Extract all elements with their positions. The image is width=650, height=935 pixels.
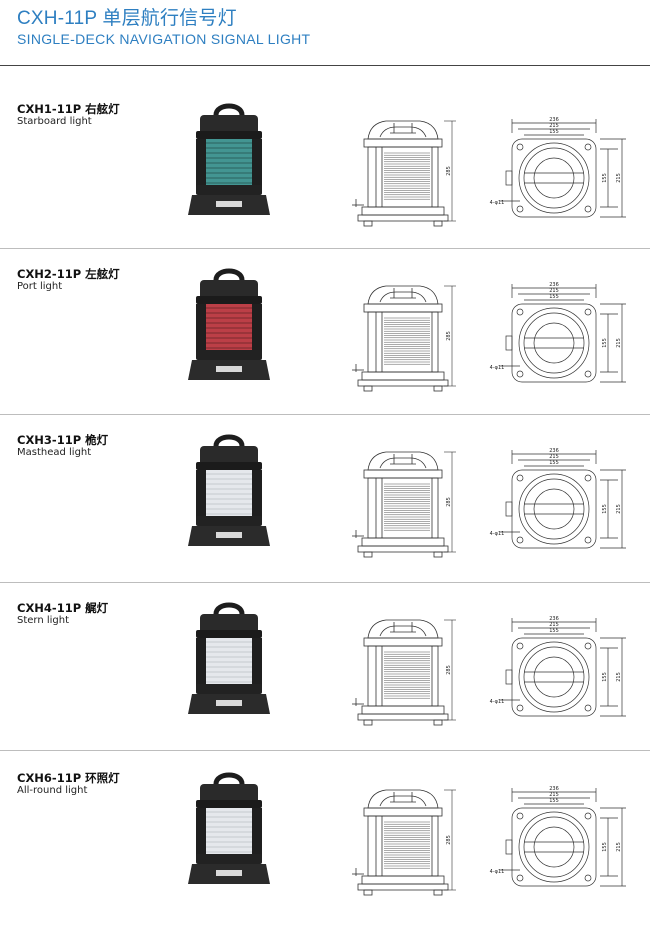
width-215-dimension: 215 — [549, 622, 559, 628]
mounting-holes-dimension: 4-φ11 — [490, 869, 505, 875]
depth-155-dimension: 155 — [602, 338, 608, 348]
width-215-dimension: 215 — [549, 792, 559, 798]
depth-155-dimension: 155 — [602, 173, 608, 183]
width-236-dimension: 236 — [549, 616, 559, 622]
light-photo — [186, 770, 272, 890]
product-model: CXH6-11P 环照灯 — [17, 771, 120, 785]
side-elevation-drawing: 285 — [350, 115, 460, 227]
width-155-dimension: 155 — [549, 628, 559, 634]
product-name: Port light — [17, 281, 63, 292]
width-236-dimension: 236 — [549, 786, 559, 792]
product-name: All-round light — [17, 785, 88, 796]
depth-155-dimension: 155 — [602, 672, 608, 682]
light-photo — [186, 266, 272, 386]
depth-215-dimension: 215 — [616, 504, 622, 514]
light-photo — [186, 101, 272, 221]
page-header: CXH-11P 单层航行信号灯 SINGLE-DECK NAVIGATION S… — [17, 8, 310, 48]
product-model: CXH4-11P 艉灯 — [17, 601, 109, 615]
depth-215-dimension: 215 — [616, 842, 622, 852]
light-photo — [186, 432, 272, 552]
width-215-dimension: 215 — [549, 288, 559, 294]
product-model: CXH3-11P 桅灯 — [17, 433, 109, 447]
depth-155-dimension: 155 — [602, 842, 608, 852]
width-155-dimension: 155 — [549, 129, 559, 135]
height-dimension: 285 — [446, 331, 452, 341]
width-215-dimension: 215 — [549, 454, 559, 460]
product-model: CXH1-11P 右舷灯 — [17, 102, 120, 116]
width-155-dimension: 155 — [549, 294, 559, 300]
section-divider — [0, 582, 650, 583]
depth-155-dimension: 155 — [602, 504, 608, 514]
product-name: Stern light — [17, 615, 70, 626]
width-215-dimension: 215 — [549, 123, 559, 129]
product-model: CXH2-11P 左舷灯 — [17, 267, 120, 281]
header-divider — [0, 65, 650, 66]
mounting-holes-dimension: 4-φ11 — [490, 699, 505, 705]
height-dimension: 285 — [446, 835, 452, 845]
depth-215-dimension: 215 — [616, 173, 622, 183]
light-photo — [186, 600, 272, 720]
side-elevation-drawing: 285 — [350, 280, 460, 392]
width-236-dimension: 236 — [549, 117, 559, 123]
section-divider — [0, 248, 650, 249]
height-dimension: 285 — [446, 166, 452, 176]
depth-215-dimension: 215 — [616, 672, 622, 682]
mounting-holes-dimension: 4-φ11 — [490, 531, 505, 537]
page-subtitle: SINGLE-DECK NAVIGATION SIGNAL LIGHT — [17, 31, 311, 47]
height-dimension: 285 — [446, 497, 452, 507]
section-divider — [0, 750, 650, 751]
side-elevation-drawing: 285 — [350, 614, 460, 726]
side-elevation-drawing: 285 — [350, 446, 460, 558]
section-divider — [0, 414, 650, 415]
width-155-dimension: 155 — [549, 460, 559, 466]
height-dimension: 285 — [446, 665, 452, 675]
product-name: Masthead light — [17, 447, 92, 458]
mounting-holes-dimension: 4-φ11 — [490, 200, 505, 206]
page-title: CXH-11P 单层航行信号灯 — [17, 8, 237, 29]
mounting-holes-dimension: 4-φ11 — [490, 365, 505, 371]
depth-215-dimension: 215 — [616, 338, 622, 348]
product-name: Starboard light — [17, 116, 92, 127]
width-236-dimension: 236 — [549, 282, 559, 288]
side-elevation-drawing: 285 — [350, 784, 460, 896]
width-236-dimension: 236 — [549, 448, 559, 454]
width-155-dimension: 155 — [549, 798, 559, 804]
